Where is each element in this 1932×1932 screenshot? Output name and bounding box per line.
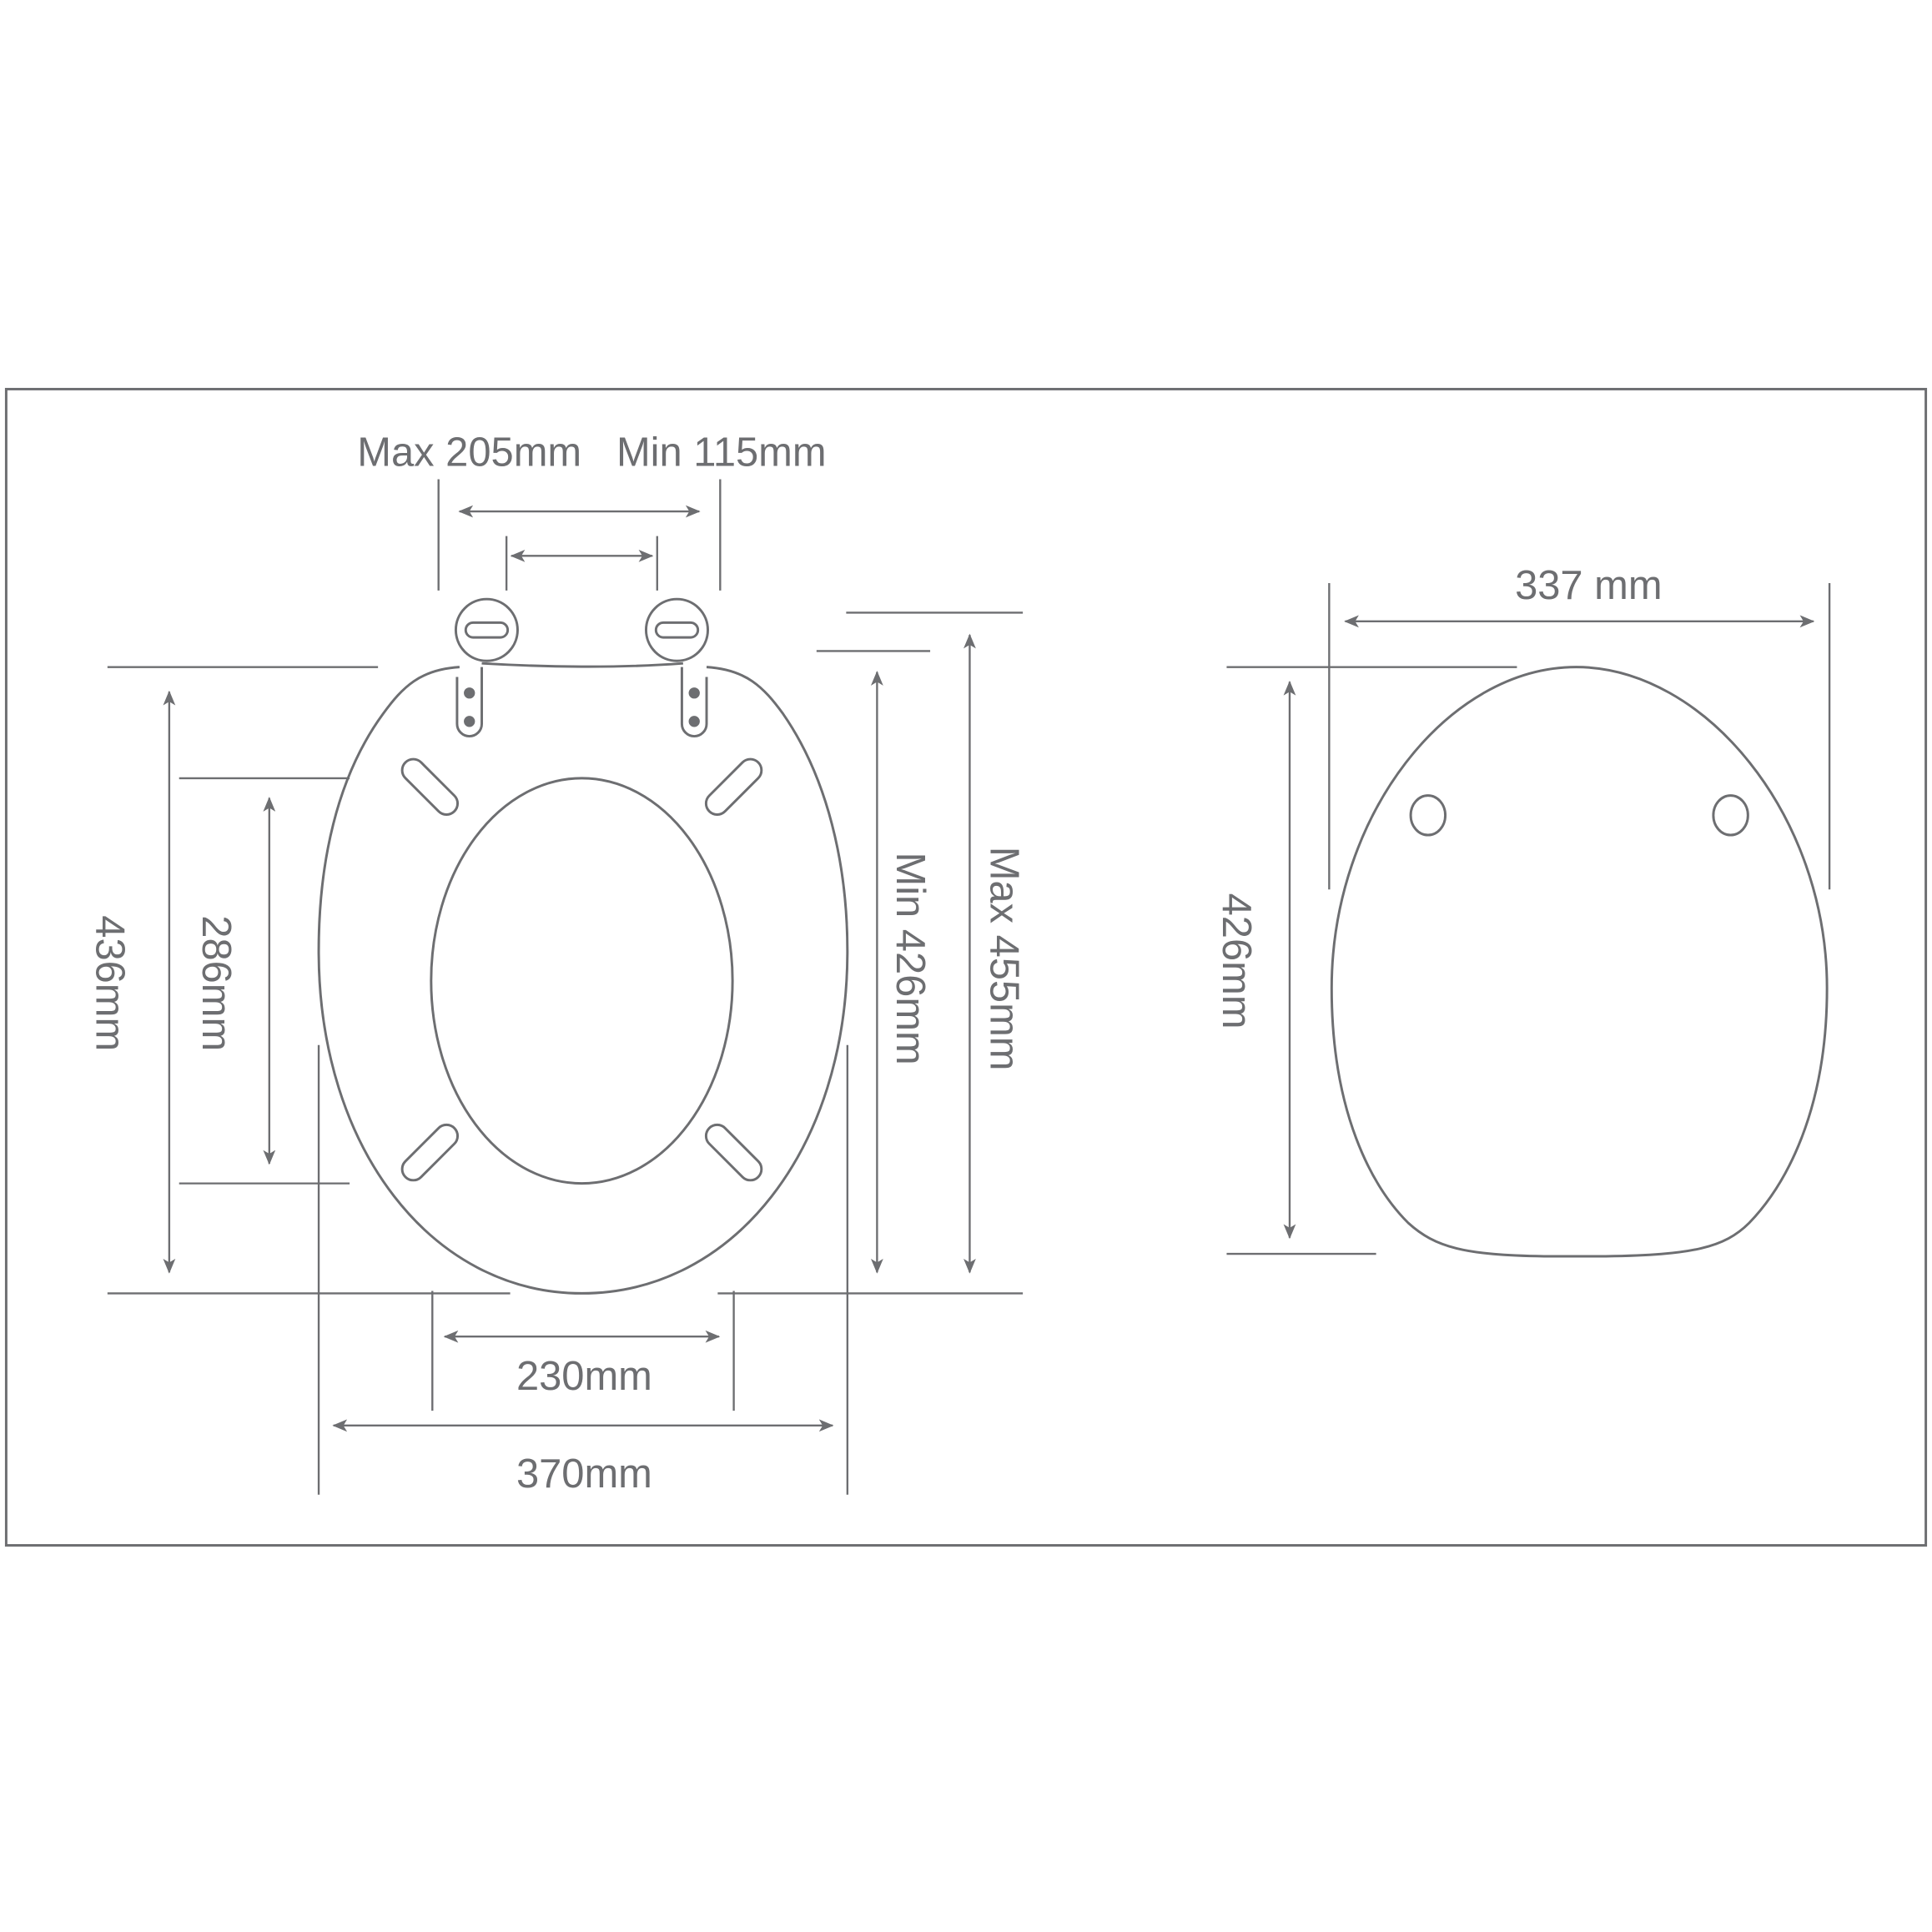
hinge-knob (454, 597, 519, 662)
extension-lines (107, 611, 1024, 1495)
vertical-dimensions: 436mm 286mm Min 426mm Max 455mm (88, 633, 1027, 1274)
hinge-left (454, 597, 519, 737)
label-min-length: Min 426mm (888, 852, 933, 1064)
seat-outline (317, 666, 849, 1295)
screw-hole (688, 716, 700, 727)
drawing-frame (4, 387, 1928, 1547)
hinge-right (644, 597, 709, 737)
lid-hinge-hole (1409, 794, 1447, 837)
hinge-plate (455, 667, 483, 737)
lid-hinge-hole (1712, 794, 1749, 837)
screw-hole (464, 716, 475, 727)
lid-outline (1330, 666, 1829, 1258)
seat-opening (430, 777, 734, 1185)
bumper-slot (704, 757, 763, 816)
horizontal-dimensions: 230mm 370mm (332, 1330, 834, 1497)
label-hinge-max: Max 205mm (357, 430, 581, 475)
screw-hole (464, 687, 475, 699)
hinge-slot (654, 621, 700, 639)
lid-view: 337 mm 426mm (1214, 563, 1831, 1258)
hinge-knob (644, 597, 709, 662)
label-inner-width: 230mm (516, 1354, 652, 1399)
bumper-slot (400, 757, 460, 816)
screw-hole (688, 687, 700, 699)
seat-top-edge (481, 662, 684, 668)
bumper-slot (704, 1123, 763, 1182)
bumper-slot (400, 1123, 460, 1182)
label-outer-width: 370mm (516, 1452, 652, 1497)
label-total-length: 436mm (88, 915, 133, 1051)
hinge-slot (464, 621, 510, 639)
label-inner-length: 286mm (194, 915, 239, 1051)
label-lid-width: 337 mm (1515, 563, 1662, 608)
seat-view: Max 205mm Min 115mm 436mm 286mm Min 426 (88, 430, 1027, 1497)
hinge-plate (680, 667, 708, 737)
label-lid-length: 426mm (1214, 893, 1259, 1029)
label-hinge-min: Min 115mm (616, 430, 827, 475)
hinge-dimensions: Max 205mm Min 115mm (357, 430, 827, 591)
label-max-length: Max 455mm (982, 847, 1027, 1071)
